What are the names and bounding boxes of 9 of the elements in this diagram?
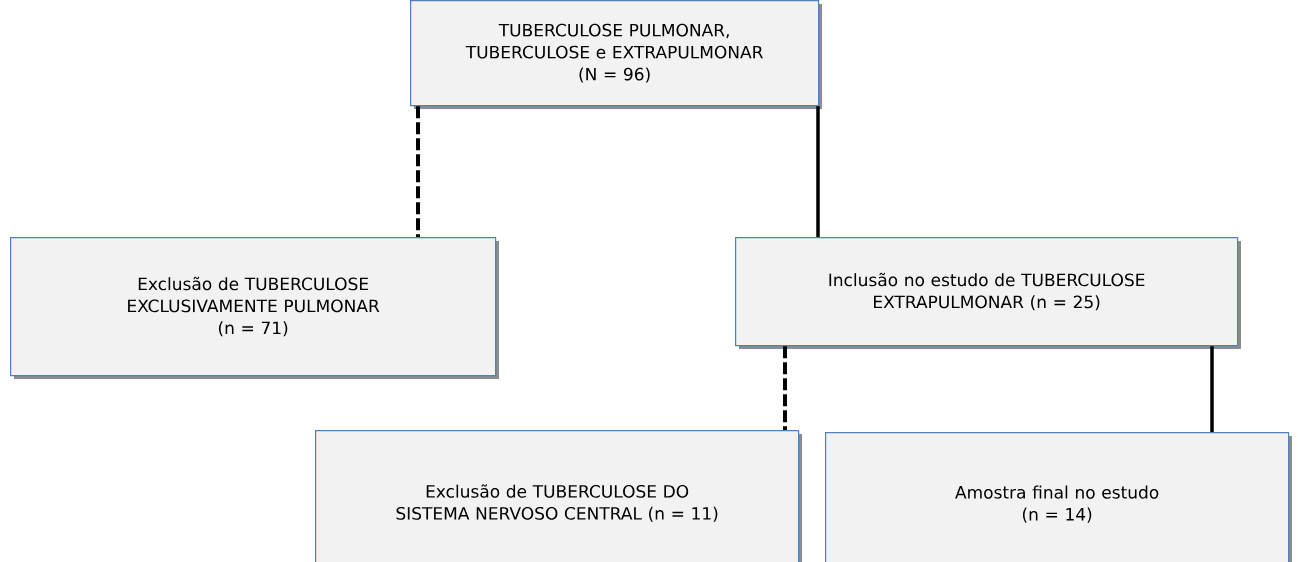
process-box: Amostra final no estudo (n = 14) [825, 432, 1292, 562]
connector-line [1210, 346, 1214, 432]
process-box: Exclusão de TUBERCULOSE DO SISTEMA NERVOSO CENTRAL (n = 11) [315, 430, 802, 562]
process-box: TUBERCULOSE PULMONAR, TUBERCULOSE e EXTRAPULMONAR (N = 96) [410, 0, 822, 109]
connector-line [816, 106, 820, 237]
process-box: Inclusão no estudo de TUBERCULOSE EXTRAPULMONAR (n = 25) [735, 237, 1241, 349]
connector-line [783, 346, 787, 430]
process-box: Exclusão de TUBERCULOSE EXCLUSIVAMENTE PULMONAR (n = 71) [10, 237, 499, 379]
connector-line [416, 106, 420, 237]
